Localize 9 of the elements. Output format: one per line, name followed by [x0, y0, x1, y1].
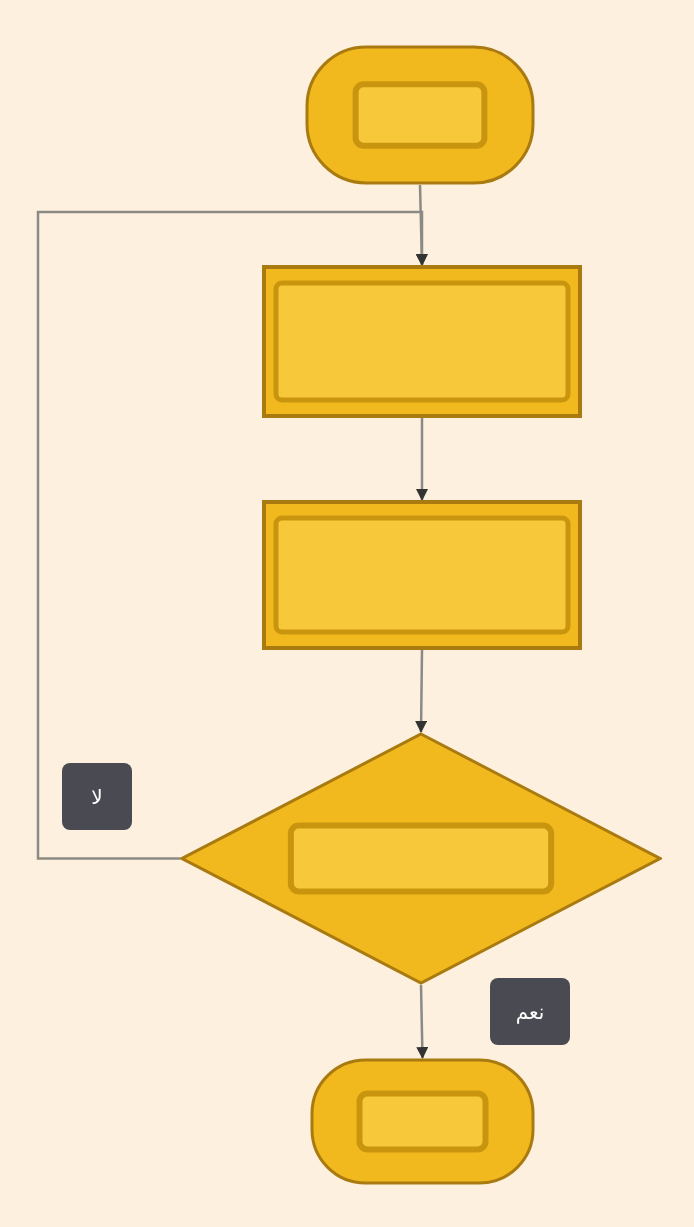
process-box	[262, 500, 582, 650]
decision-diamond	[180, 732, 662, 985]
arrow	[415, 650, 428, 733]
edge-label: لا	[62, 763, 132, 830]
arrow	[36, 210, 428, 860]
arrow	[416, 418, 428, 501]
edge-label: نعم	[490, 978, 570, 1045]
process-box	[262, 265, 582, 418]
arrow	[416, 984, 429, 1059]
